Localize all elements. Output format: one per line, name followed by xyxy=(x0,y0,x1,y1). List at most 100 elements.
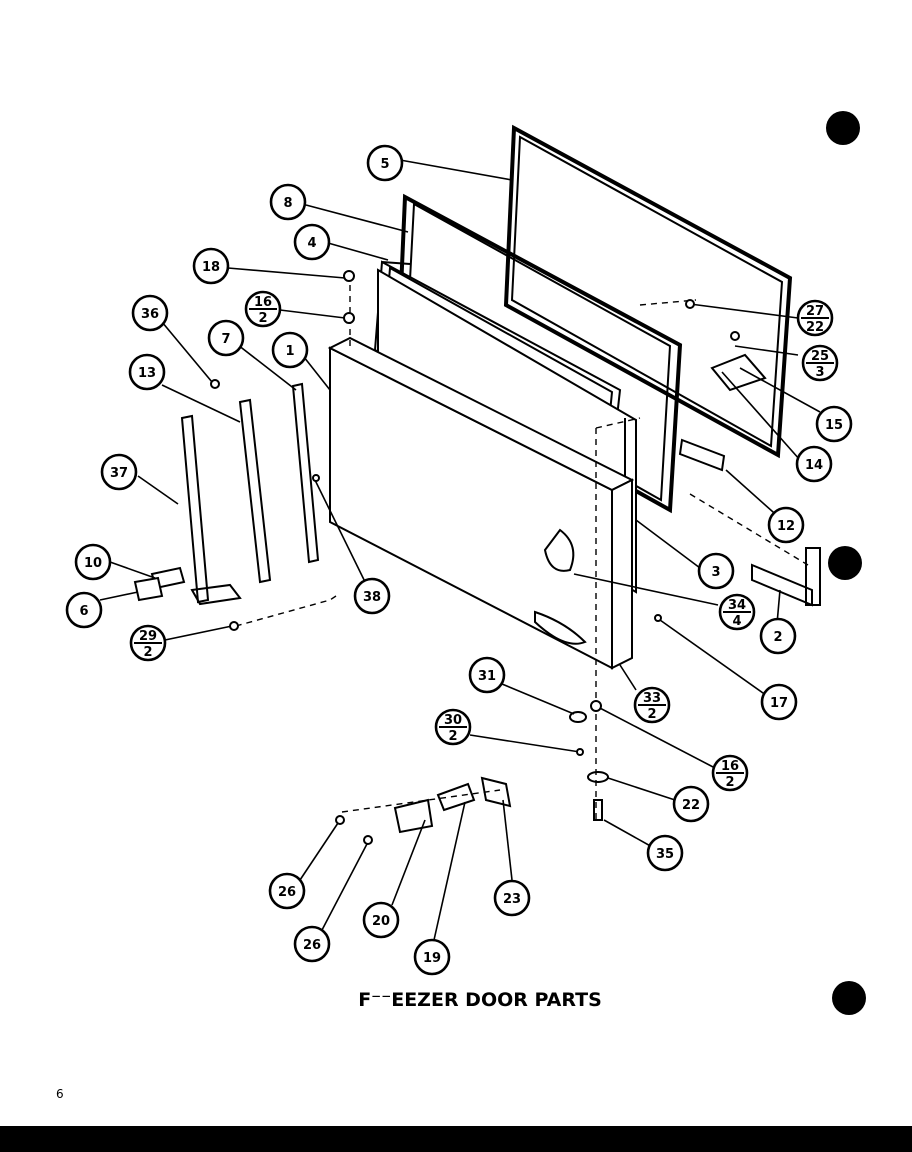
callout-c16b: 162 xyxy=(711,754,749,792)
part-27-screw xyxy=(685,299,695,309)
callout-c31: 31 xyxy=(468,656,506,694)
callout-c37: 37 xyxy=(100,453,138,491)
callout-c2: 2 xyxy=(759,617,797,655)
callout-quantity: 4 xyxy=(732,614,741,629)
callout-c29: 292 xyxy=(129,624,167,662)
callout-c30: 302 xyxy=(434,708,472,746)
part-31-bushing xyxy=(569,711,587,723)
callout-quantity: 3 xyxy=(815,365,824,380)
binder-hole-middle xyxy=(828,546,862,580)
part-35-hinge-pin xyxy=(593,799,603,821)
callout-number: 5 xyxy=(380,157,389,172)
callout-number: 26 xyxy=(278,885,296,900)
callout-c26b: 26 xyxy=(293,925,331,963)
callout-quantity: 2 xyxy=(258,311,267,326)
part-25-screw xyxy=(730,331,740,341)
part-20-hinge-bracket xyxy=(393,798,434,834)
part-36-screw xyxy=(210,379,220,389)
callout-number: 8 xyxy=(283,196,292,211)
part-17-plug xyxy=(654,614,662,622)
callout-c38: 38 xyxy=(353,577,391,615)
part-12-bracket xyxy=(678,438,726,472)
binder-hole-bottom xyxy=(832,981,866,1015)
callout-number: 35 xyxy=(656,847,674,862)
part-5-door-panel xyxy=(503,124,793,459)
part-16-screw-top xyxy=(343,312,355,324)
callout-c17: 17 xyxy=(760,683,798,721)
callout-quantity: 2 xyxy=(647,707,656,722)
part-38-screw xyxy=(312,474,320,482)
callout-c10: 10 xyxy=(74,543,112,581)
callout-c18: 18 xyxy=(192,247,230,285)
callout-number: 7 xyxy=(221,332,230,347)
part-1-outer-door xyxy=(327,336,635,670)
callout-number: 37 xyxy=(110,466,128,481)
callout-number: 30 xyxy=(444,713,462,728)
callout-number: 15 xyxy=(825,418,843,433)
callout-number: 29 xyxy=(139,629,157,644)
callout-c7: 7 xyxy=(207,319,245,357)
callout-c36: 36 xyxy=(131,294,169,332)
part-16-screw-bottom xyxy=(590,700,602,712)
part-26-screw-a xyxy=(335,815,345,825)
callout-number: 16 xyxy=(254,295,272,310)
part-18-plug xyxy=(343,270,355,282)
callout-c15: 15 xyxy=(815,405,853,443)
callout-number: 17 xyxy=(770,696,788,711)
callout-number: 12 xyxy=(777,519,795,534)
callout-c35: 35 xyxy=(646,834,684,872)
part-29-screw xyxy=(229,621,239,631)
part-19-hinge-pin-plate xyxy=(436,782,476,812)
callout-number: 16 xyxy=(721,759,739,774)
callout-number: 25 xyxy=(811,349,829,364)
callout-c25: 253 xyxy=(801,344,839,382)
callout-c20: 20 xyxy=(362,901,400,939)
callout-number: 6 xyxy=(79,604,88,619)
callout-quantity: 2 xyxy=(143,645,152,660)
part-37-side-trim xyxy=(180,414,242,606)
part-22-washer xyxy=(587,771,609,783)
callout-c26a: 26 xyxy=(268,872,306,910)
page-number: 6 xyxy=(56,1087,64,1101)
callout-c8: 8 xyxy=(269,183,307,221)
part-7-trim-strip xyxy=(291,382,320,564)
exploded-view-diagram: 5841816236711337106292382722253151412334… xyxy=(56,111,866,1101)
part-13-trim-strip xyxy=(238,398,272,584)
callout-c1: 1 xyxy=(271,331,309,369)
callout-c16a: 162 xyxy=(244,290,282,328)
part-6-cap xyxy=(133,576,164,602)
part-26-screw-b xyxy=(363,835,373,845)
callout-quantity: 22 xyxy=(806,320,824,335)
callout-c4: 4 xyxy=(293,223,331,261)
callout-number: 2 xyxy=(773,630,782,645)
binder-hole-top xyxy=(826,111,860,145)
callout-number: 1 xyxy=(285,344,294,359)
callout-number: 14 xyxy=(805,458,823,473)
callout-number: 3 xyxy=(711,565,720,580)
callout-quantity: 2 xyxy=(725,775,734,790)
callout-number: 27 xyxy=(806,304,824,319)
diagram-title: F⁻⁻EEZER DOOR PARTS xyxy=(358,989,602,1011)
callout-c13: 13 xyxy=(128,353,166,391)
callout-number: 13 xyxy=(138,366,156,381)
callout-c6: 6 xyxy=(65,591,103,629)
callout-number: 4 xyxy=(307,236,316,251)
callout-c22: 22 xyxy=(672,785,710,823)
callout-number: 20 xyxy=(372,914,390,929)
callout-number: 10 xyxy=(84,556,102,571)
callout-number: 19 xyxy=(423,951,441,966)
callout-c12: 12 xyxy=(767,506,805,544)
callout-number: 36 xyxy=(141,307,159,322)
callout-number: 33 xyxy=(643,691,661,706)
callout-number: 23 xyxy=(503,892,521,907)
part-30-screw xyxy=(576,748,584,756)
callout-c23: 23 xyxy=(493,879,531,917)
callout-number: 34 xyxy=(728,598,746,613)
callout-number: 26 xyxy=(303,938,321,953)
callout-c5: 5 xyxy=(366,144,404,182)
part-15-hinge-plate xyxy=(710,353,767,392)
callout-number: 31 xyxy=(478,669,496,684)
callout-number: 18 xyxy=(202,260,220,275)
